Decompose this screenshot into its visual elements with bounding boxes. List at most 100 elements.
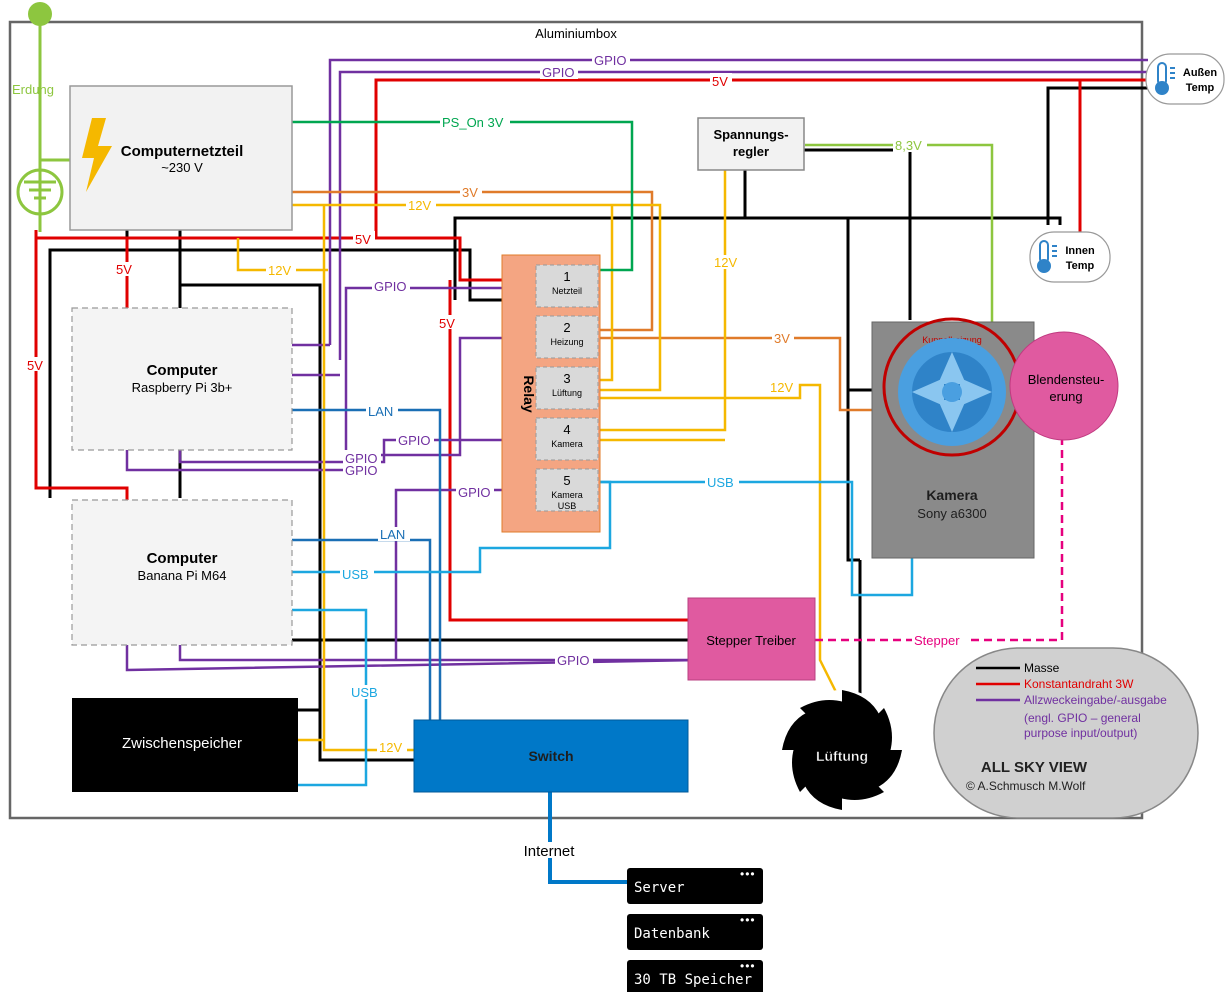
lan-wires [292, 408, 442, 720]
relay-channel-number: 4 [563, 422, 570, 437]
gpio-label-4: GPIO [398, 433, 431, 448]
internet-label: Internet [524, 843, 576, 860]
usb-label-1: USB [707, 475, 734, 490]
wire-labels: GPIO GPIO 5V PS_On 3V 8,3V 3V 12V 5V 12V… [25, 53, 966, 755]
3v-label-top: 3V [462, 185, 478, 200]
relay-channel-number: 5 [563, 473, 570, 488]
stepper-wire [815, 440, 1064, 642]
camera-subtitle: Sony a6300 [917, 506, 986, 521]
lan-label-2: LAN [380, 527, 405, 542]
lan-label-1: LAN [368, 404, 393, 419]
legend-note1: (engl. GPIO – general [1024, 711, 1141, 725]
relay-channel-number: 3 [563, 371, 570, 386]
legend-title: ALL SKY VIEW [981, 759, 1088, 776]
thermometer-icon [1037, 240, 1057, 273]
server-label: 30 TB Speicher [634, 972, 752, 988]
legend-note2: purpose input/output) [1024, 726, 1137, 740]
gpio-wires [125, 58, 1148, 672]
usb-label-3: USB [351, 685, 378, 700]
server-item: •••Server [627, 867, 763, 904]
inner-temp-line1: Innen [1065, 245, 1095, 257]
gpio-label-3: GPIO [374, 279, 407, 294]
gpio-label-8: GPIO [557, 653, 590, 668]
relay-channel-name: Kamera [551, 490, 583, 500]
gpio-label-1: GPIO [594, 53, 627, 68]
5v-label-mid: 5V [355, 232, 371, 247]
raspberry-subtitle: Raspberry Pi 3b+ [132, 380, 233, 395]
psu-subtitle: ~230 V [161, 160, 203, 175]
banana-pi-box: Computer Banana Pi M64 [71, 499, 293, 646]
ps-on-label: PS_On 3V [442, 115, 504, 130]
server-dots-icon: ••• [740, 913, 756, 927]
gpio-label-5: GPIO [345, 451, 378, 466]
thermometer-icon [1155, 62, 1175, 95]
regulator-line2: regler [733, 144, 769, 159]
server-wire [548, 858, 628, 884]
relay-channel-number: 2 [563, 320, 570, 335]
inner-temp-sensor: Innen Temp [1029, 231, 1111, 283]
banana-title: Computer [147, 550, 218, 567]
5v-label-relay: 5V [439, 316, 455, 331]
12v-label-left: 12V [268, 263, 291, 278]
regulator-box: Spannungs- regler [697, 117, 805, 171]
12v-label-reg: 12V [714, 255, 737, 270]
box-title: Aluminiumbox [535, 26, 617, 41]
relay-title: Relay [521, 375, 537, 413]
ground-symbol [16, 2, 70, 232]
regulator-line1: Spannungs- [713, 127, 788, 142]
ground-label: Erdung [12, 82, 54, 97]
5v-label-left: 5V [116, 262, 132, 277]
stepper-label: Stepper [914, 633, 960, 648]
psu-box: Computernetzteil ~230 V [69, 85, 293, 231]
aperture-line2: erung [1049, 389, 1082, 404]
fan-icon: Lüftung [782, 690, 902, 810]
server-item: ••• Datenbank [627, 913, 763, 950]
12v-label-switch: 12V [379, 740, 402, 755]
red-wires [34, 78, 1148, 622]
5v-label-edge: 5V [27, 358, 43, 373]
outer-temp-line1: Außen [1183, 67, 1218, 79]
outer-temp-line2: Temp [1186, 82, 1215, 94]
83v-label: 8,3V [895, 138, 922, 153]
legend-credit: © A.Schmusch M.Wolf [966, 779, 1086, 793]
lightning-icon [82, 118, 112, 192]
server-item: •••30 TB Speicher [627, 959, 763, 992]
gpio-label-7: GPIO [458, 485, 491, 500]
relay-channel-number: 1 [563, 269, 570, 284]
gpio-label-6: GPIO [345, 463, 378, 478]
server-label: Datenbank [634, 926, 710, 942]
psu-title: Computernetzteil [121, 143, 244, 160]
server-dots-icon: ••• [740, 959, 756, 973]
relay-box: Relay 1Netzteil2Heizung3Lüftung4Kamera5K… [501, 254, 601, 533]
raspberry-pi-box: Computer Raspberry Pi 3b+ [71, 307, 293, 451]
5v-label-top: 5V [712, 74, 728, 89]
12v-label-cam: 12V [770, 380, 793, 395]
usb-label-2: USB [342, 567, 369, 582]
relay-channel-name: Lüftung [552, 388, 582, 398]
aperture-icon [898, 338, 1006, 446]
switch-box: Switch [413, 719, 689, 793]
fan-title: Lüftung [816, 748, 868, 764]
camera-box: Kuppelheizung Kamera Sony a6300 [871, 317, 1035, 559]
3v-label-cam: 3V [774, 331, 790, 346]
stepper-title: Stepper Treiber [706, 633, 796, 648]
12v-label-top: 12V [408, 198, 431, 213]
storage-title: Zwischenspeicher [122, 735, 242, 752]
legend-item-label: Masse [1024, 661, 1060, 675]
regulator-wire [805, 143, 994, 325]
relay-channel-name: Kamera [551, 439, 583, 449]
storage-box: Zwischenspeicher [72, 698, 298, 792]
relay-channel-name: Heizung [550, 337, 583, 347]
relay-channel-name: Netzteil [552, 286, 582, 296]
banana-subtitle: Banana Pi M64 [138, 568, 227, 583]
server-label: Server [634, 880, 685, 896]
switch-title: Switch [528, 748, 573, 764]
raspberry-title: Computer [147, 362, 218, 379]
legend-item-label: Konstantandraht 3W [1024, 677, 1134, 691]
legend-item-label: Allzweckeingabe/-ausgabe [1024, 693, 1167, 707]
